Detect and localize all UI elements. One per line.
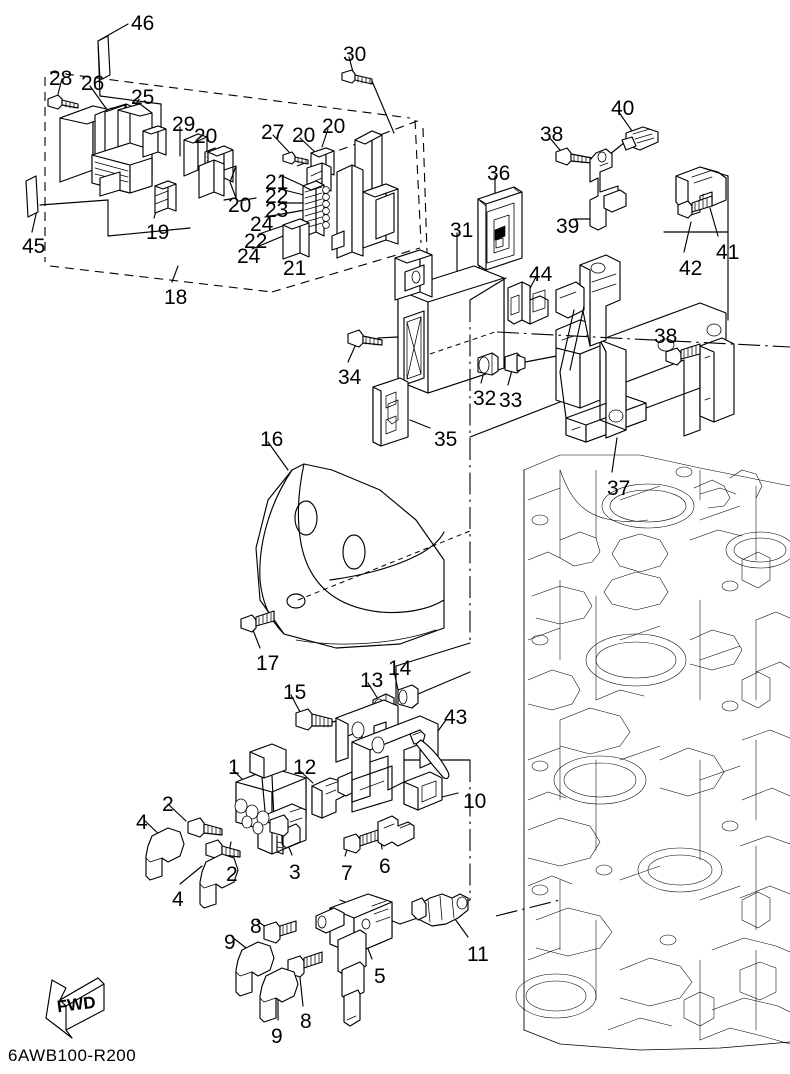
part-9-rubber-caps [235,941,299,1023]
callout-26: 26 [81,72,105,95]
part-36-cover-frame [477,186,523,271]
part-34-bolt [347,329,383,348]
part-19-relay [154,180,177,214]
part-10-harness-bracket [335,699,443,813]
engine-block [515,454,790,1051]
part-14-collar [397,671,471,709]
part-28-screw [47,94,79,110]
callout-18: 18 [164,286,188,309]
callout-30: 30 [343,43,367,66]
callout-41: 41 [716,241,740,264]
fwd-arrow-icon [45,977,105,1039]
callout-10: 10 [463,790,487,813]
group-18-boundary [44,71,422,293]
part-20-fuses-left [142,125,237,201]
callout-42: 42 [679,257,703,280]
callout-25: 25 [131,86,155,109]
callout-4-b: 4 [172,888,184,911]
callout-33: 33 [499,389,523,412]
part-17-bolt [240,610,275,633]
callout-12: 12 [293,756,317,779]
callout-45: 45 [22,235,46,258]
part-7-screw [343,829,379,854]
part-35-cover-plate [372,377,409,447]
callout-15: 15 [283,681,307,704]
part-5-ignition-coil [315,893,393,1027]
callout-17: 17 [256,652,280,675]
part-32-grommet [477,352,499,376]
callout-19: 19 [146,221,170,244]
callout-22-a: 22 [265,185,289,208]
callout-2-a: 2 [162,793,174,816]
callout-11: 11 [467,943,489,966]
part-15-bolt [295,708,353,731]
part-8-bolts [263,920,323,978]
part-43-cable-tie [409,729,450,780]
callout-34: 34 [338,366,362,389]
callout-37: 37 [607,477,631,500]
part-11-connector-housing [411,893,469,927]
callout-27: 27 [261,121,285,144]
part-bracket-group18-right [331,164,399,259]
callout-4-a: 4 [136,811,148,834]
callout-20-d: 20 [228,194,252,217]
callout-36: 36 [487,162,511,185]
callout-35: 35 [434,428,458,451]
part-38-bolt-lower [665,343,701,366]
callout-21-b: 21 [283,257,307,280]
callout-5: 5 [374,965,386,988]
callout-46: 46 [131,12,155,35]
callout-7: 7 [341,862,353,885]
part-2-bolts [187,817,241,860]
callout-38-b: 38 [654,325,678,348]
callout-3: 3 [289,861,301,884]
callout-43: 43 [444,706,468,729]
callout-6: 6 [379,855,391,878]
callout-29: 29 [172,113,196,136]
part-30-screw [341,69,395,134]
callout-31: 31 [450,219,474,242]
part-37-mounting-plate [555,254,735,443]
part-4-rubber-caps [145,827,239,909]
callout-24-a: 24 [250,213,274,236]
callout-24-b: 24 [237,245,261,268]
callout-20-a: 20 [194,125,218,148]
part-12-clamp [311,771,359,819]
callout-20-c: 20 [322,115,346,138]
part-number-label: 6AWB100-R200 [8,1046,137,1065]
callout-38-a: 38 [540,123,564,146]
callout-1: 1 [228,756,240,779]
callout-14: 14 [388,657,412,680]
part-27-screw [282,151,309,165]
callout-23: 23 [265,199,289,222]
callout-16: 16 [260,428,284,451]
part-16-cowling-cover [255,463,471,649]
callout-32: 32 [473,387,497,410]
part-6-clamp-bracket [377,815,415,847]
callout-2-b: 2 [226,863,238,886]
callout-8-b: 8 [300,1010,312,1033]
part-3-bolt [269,814,289,855]
callout-40: 40 [611,97,635,120]
part-21-22-23-24-terminal-stack [282,180,330,260]
callout-28: 28 [49,67,73,90]
callout-20-b: 20 [292,124,316,147]
part-40-clip [621,126,659,151]
callout-9-a: 9 [224,931,236,954]
part-44-clamp-holder [507,281,549,325]
callout-8-a: 8 [250,915,262,938]
part-33-collar [504,352,526,374]
part-38-bolt-upper [555,147,593,166]
callout-9-b: 9 [271,1025,283,1048]
callout-21-a: 21 [265,171,289,194]
callout-39: 39 [556,215,580,238]
part-39-stay-bracket [589,148,627,231]
part-42-screw [677,195,713,219]
part-1-ignition-coil-assembly [234,743,307,855]
callout-22-b: 22 [244,230,268,253]
callout-44: 44 [529,263,553,286]
part-25-rectifier [91,103,153,197]
callout-13: 13 [360,669,384,692]
